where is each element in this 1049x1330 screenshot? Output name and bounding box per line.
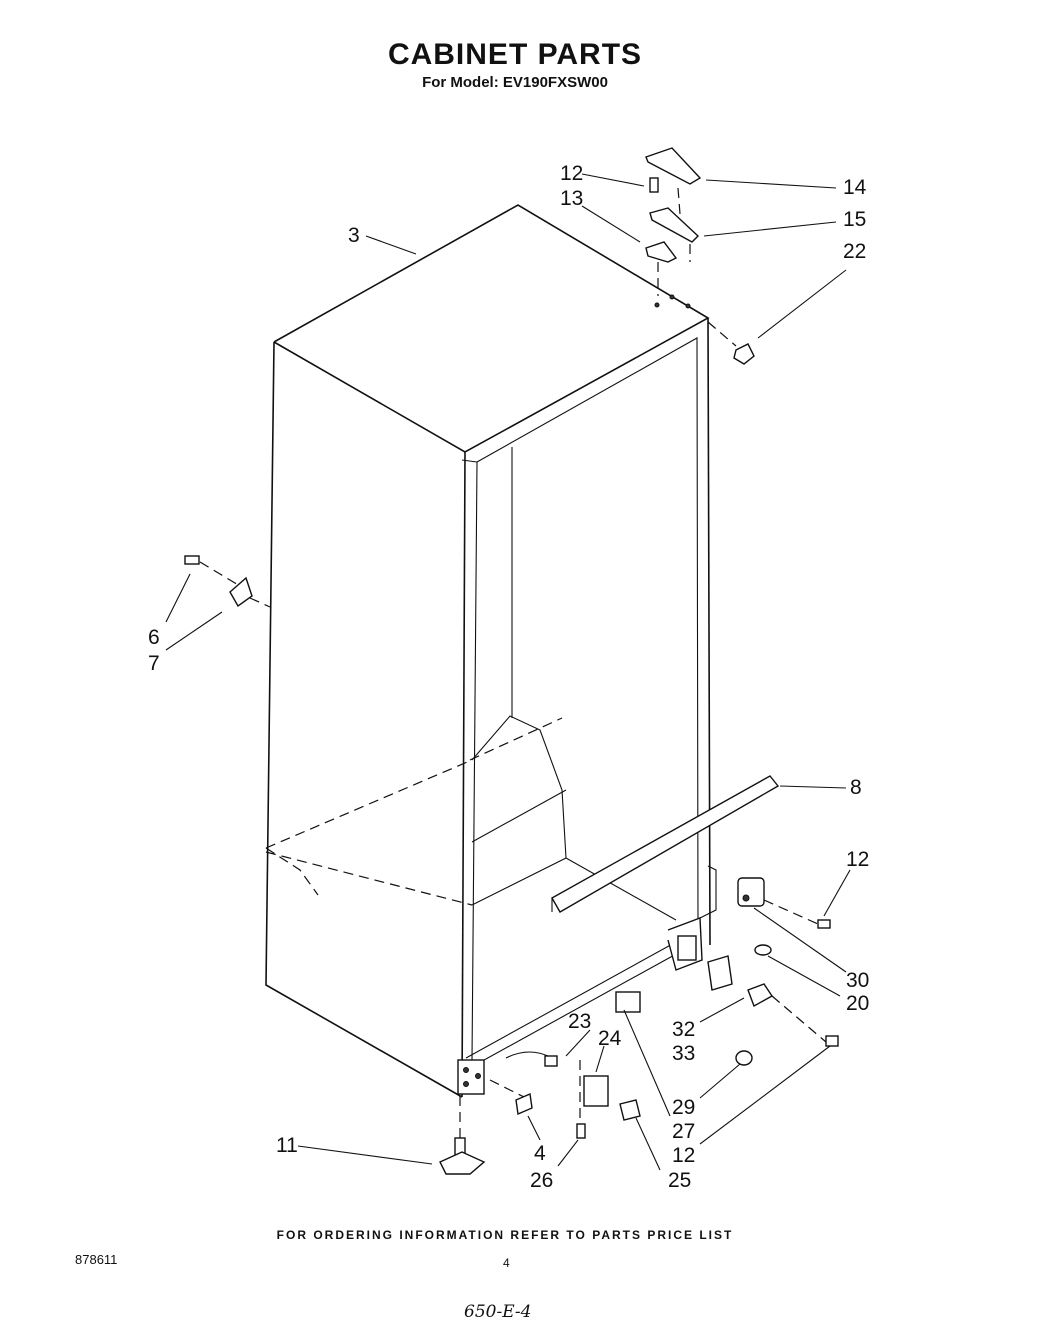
callout-25: 25 [668,1169,691,1192]
callout-12-bottom: 12 [672,1144,695,1167]
part-8-strip [551,775,780,913]
callout-12-right: 12 [846,848,869,871]
callout-13: 13 [560,187,583,210]
callout-30: 30 [846,969,869,992]
page-number: 4 [503,1256,510,1270]
lower-front-hardware [439,991,641,1175]
callout-7: 7 [148,652,160,675]
callout-24: 24 [598,1027,622,1050]
model-subtitle: For Model: EV190FXSW00 [422,74,608,91]
callout-3: 3 [348,224,360,247]
callout-15: 15 [843,208,866,231]
callout-29: 29 [672,1096,695,1119]
callout-14: 14 [843,176,867,199]
page-title: CABINET PARTS [387,38,643,71]
document-number: 878611 [75,1252,118,1267]
callout-32: 32 [672,1018,695,1041]
cabinet-body [265,204,717,1098]
callout-33: 33 [672,1042,695,1065]
callout-23: 23 [568,1010,591,1033]
callout-4: 4 [534,1142,546,1165]
callout-8: 8 [850,776,862,799]
leader-lines [165,173,851,1171]
callout-27: 27 [672,1120,695,1143]
callout-6: 6 [148,626,160,649]
callout-26: 26 [530,1169,553,1192]
top-hinge-assembly [645,147,702,296]
right-lower-hardware [707,877,839,1066]
callout-11: 11 [276,1134,298,1157]
handwritten-code: 650-E-4 [464,1302,532,1322]
callout-12-top: 12 [560,162,583,185]
callout-22: 22 [843,240,866,263]
callout-labels: 3 12 13 14 15 22 6 7 8 12 30 20 32 33 29… [148,162,869,1192]
part-22-plug [707,321,755,365]
callout-20: 20 [846,992,869,1015]
part-6-7-left-hinge [184,555,271,608]
ordering-note: FOR ORDERING INFORMATION REFER TO PARTS … [276,1228,734,1242]
